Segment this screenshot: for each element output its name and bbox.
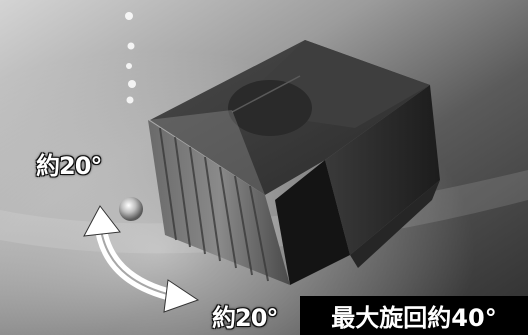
angle-label-top: 約20° (36, 152, 102, 180)
max-rotation-caption: 最大旋回約40° (300, 296, 528, 335)
angle-label-bottom: 約20° (212, 304, 278, 332)
